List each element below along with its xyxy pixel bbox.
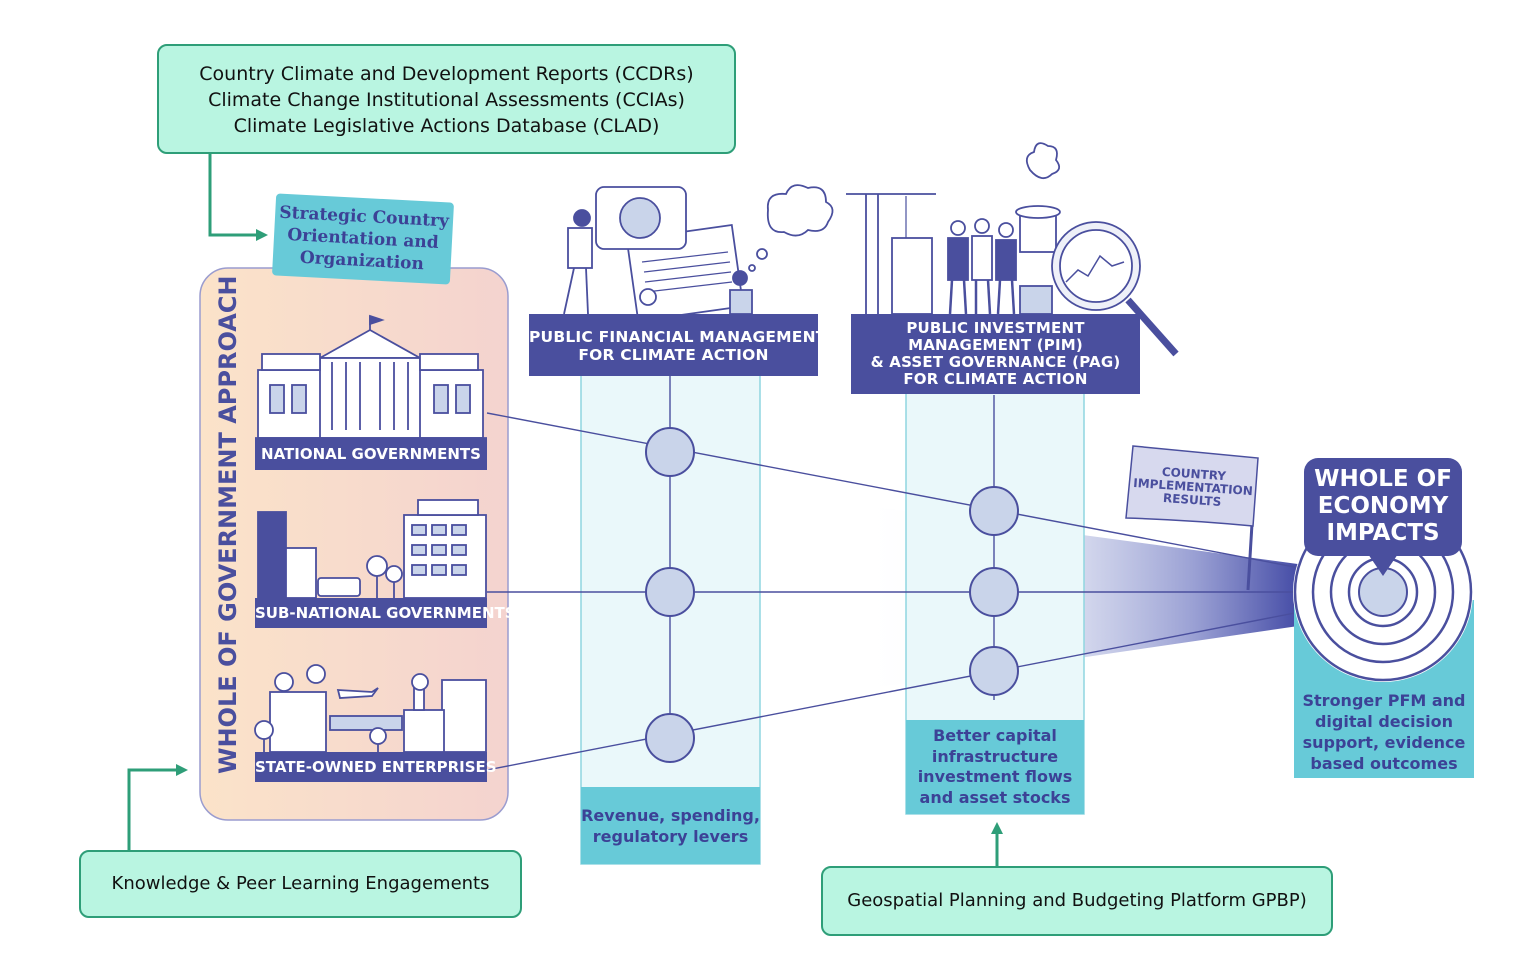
impact-footer-line-4: based outcomes (1310, 754, 1458, 773)
sub-national-governments-label: SUB-NATIONAL GOVERNMENTS (255, 598, 516, 628)
geospatial-platform-label: Geospatial Planning and Budgeting Platfo… (847, 890, 1307, 911)
impact-footer-line-1: Stronger PFM and (1302, 691, 1466, 710)
national-governments-label: NATIONAL GOVERNMENTS (255, 438, 487, 470)
green-connectors (127, 154, 999, 866)
knowledge-learning-label: Knowledge & Peer Learning Engagements (111, 873, 490, 894)
pfm-title-line-2: FOR CLIMATE ACTION (578, 346, 769, 364)
geospatial-platform-box: Geospatial Planning and Budgeting Platfo… (821, 866, 1333, 936)
node-pfm-soe (645, 713, 695, 763)
city-buildings-icon (257, 499, 487, 599)
pim-footer-label: Better capital infrastructure investment… (906, 720, 1084, 814)
pfm-footer-line-1: Revenue, spending, (581, 806, 760, 825)
strategic-tag: Strategic Country Orientation and Organi… (271, 193, 455, 285)
pfm-title-banner: PUBLIC FINANCIAL MANAGEMENT FOR CLIMATE … (529, 314, 827, 376)
impact-title-line-2: ECONOMY (1317, 493, 1449, 519)
reports-line-1: Country Climate and Development Reports … (199, 63, 694, 85)
pfm-footer-label: Revenue, spending, regulatory levers (581, 787, 760, 864)
industry-icon (254, 664, 487, 753)
node-pim-soe (969, 646, 1019, 696)
node-pim-national (969, 486, 1019, 536)
reports-line-2: Climate Change Institutional Assessments… (208, 89, 685, 111)
node-group (645, 427, 1019, 763)
pim-title-line-3: & ASSET GOVERNANCE (PAG) (870, 353, 1121, 371)
node-pfm-national (645, 427, 695, 477)
pim-title-banner: PUBLIC INVESTMENT MANAGEMENT (PIM) & ASS… (851, 314, 1140, 394)
state-owned-enterprises-label: STATE-OWNED ENTERPRISES (255, 752, 497, 782)
government-building-icon (255, 314, 487, 439)
node-pim-subnational (969, 567, 1019, 617)
knowledge-learning-box: Knowledge & Peer Learning Engagements (79, 850, 522, 918)
impact-bubble (1304, 458, 1462, 576)
arrowheads (176, 229, 1003, 834)
construction-workers-icon (846, 142, 1179, 357)
wog-vertical-title: WHOLE OF GOVERNMENT APPROACH (214, 275, 242, 774)
pim-footer-line-1: Better capital (933, 726, 1057, 745)
pim-title-line-2: MANAGEMENT (PIM) (908, 336, 1083, 354)
impact-footer-line-2: digital decision (1314, 712, 1454, 731)
results-flag-icon (1125, 445, 1259, 591)
reports-box: Country Climate and Development Reports … (157, 44, 736, 154)
node-pfm-subnational (645, 567, 695, 617)
pfm-footer-line-2: regulatory levers (592, 827, 749, 846)
impact-title-line-3: IMPACTS (1326, 520, 1440, 546)
pim-title-line-4: FOR CLIMATE ACTION (903, 370, 1088, 388)
impact-title-line-1: WHOLE OF (1314, 466, 1452, 492)
finance-documents-icon (563, 184, 834, 322)
impact-footer-line-3: support, evidence (1302, 733, 1466, 752)
pim-footer-line-4: and asset stocks (919, 787, 1071, 807)
reports-line-3: Climate Legislative Actions Database (CL… (233, 115, 660, 137)
pfm-title-line-1: PUBLIC FINANCIAL MANAGEMENT (529, 328, 827, 346)
pim-footer-line-2: infrastructure (931, 746, 1059, 766)
impact-title: WHOLE OF ECONOMY IMPACTS (1304, 466, 1462, 547)
impact-footer-label: Stronger PFM and digital decision suppor… (1294, 690, 1474, 774)
pim-title-line-1: PUBLIC INVESTMENT (906, 319, 1085, 337)
pim-footer-line-3: investment flows (917, 767, 1073, 786)
